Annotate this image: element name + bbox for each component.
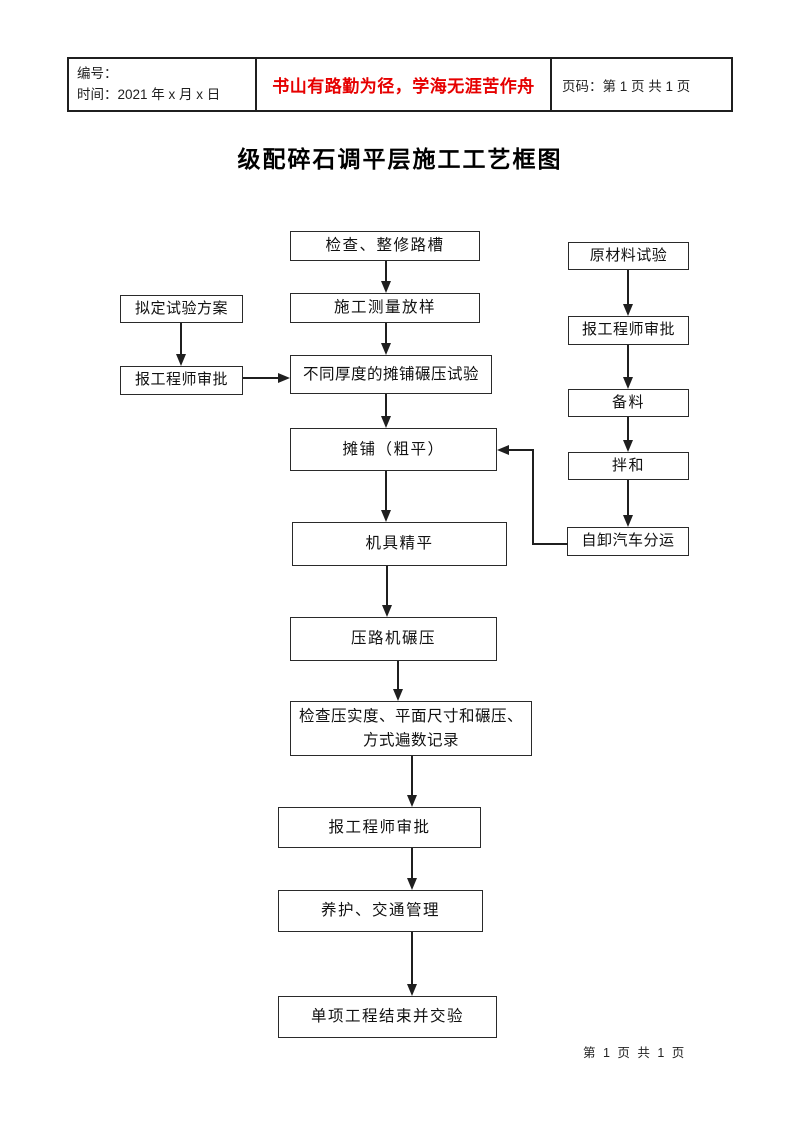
flow-node-dump-truck-transport: 自卸汽车分运 [567, 527, 689, 556]
flow-node-raw-material-test: 原材料试验 [568, 242, 689, 270]
flow-node-material-preparation: 备料 [568, 389, 689, 417]
header-time-label: 时间：2021 年 x 月 x 日 [77, 86, 221, 102]
footer-page-number: 第 1 页 共 1 页 [583, 1046, 687, 1060]
flow-node-roller-compaction: 压路机碾压 [290, 617, 497, 661]
flow-node-construction-survey-layout: 施工测量放样 [290, 293, 480, 323]
header-cell-page-info: 页码：第 1 页 共 1 页 [552, 59, 731, 110]
flow-node-mixing: 拌和 [568, 452, 689, 480]
header-cell-number-time: 编号： 时间：2021 年 x 月 x 日 [69, 59, 257, 110]
flow-node-draft-test-plan: 拟定试验方案 [120, 295, 243, 323]
flow-node-engineer-approval-main: 报工程师审批 [278, 807, 481, 848]
flow-node-engineer-approval-right: 报工程师审批 [568, 316, 689, 345]
flow-node-maintenance-traffic-management: 养护、交通管理 [278, 890, 483, 932]
header-page-info: 页码：第 1 页 共 1 页 [562, 78, 691, 94]
flow-node-engineer-approval-left: 报工程师审批 [120, 366, 243, 395]
flow-node-inspect-repair-road-trough: 检查、整修路槽 [290, 231, 480, 261]
header-table: 编号： 时间：2021 年 x 月 x 日 书山有路勤为径，学海无涯苦作舟 页码… [67, 57, 733, 112]
flow-node-machine-fine-leveling: 机具精平 [292, 522, 507, 566]
flow-node-paving-rolling-test: 不同厚度的摊铺碾压试验 [290, 355, 492, 394]
header-motto-text: 书山有路勤为径，学海无涯苦作舟 [272, 77, 535, 96]
header-cell-motto: 书山有路勤为径，学海无涯苦作舟 [257, 59, 552, 110]
flow-node-paving-rough-leveling: 摊铺（粗平） [290, 428, 497, 471]
flow-node-compaction-inspection-record: 检查压实度、平面尺寸和碾压、方式遍数记录 [290, 701, 532, 756]
document-title: 级配碎石调平层施工工艺框图 [237, 146, 563, 172]
flow-node-project-completion-handover: 单项工程结束并交验 [278, 996, 497, 1038]
header-number-label: 编号： [77, 65, 118, 81]
